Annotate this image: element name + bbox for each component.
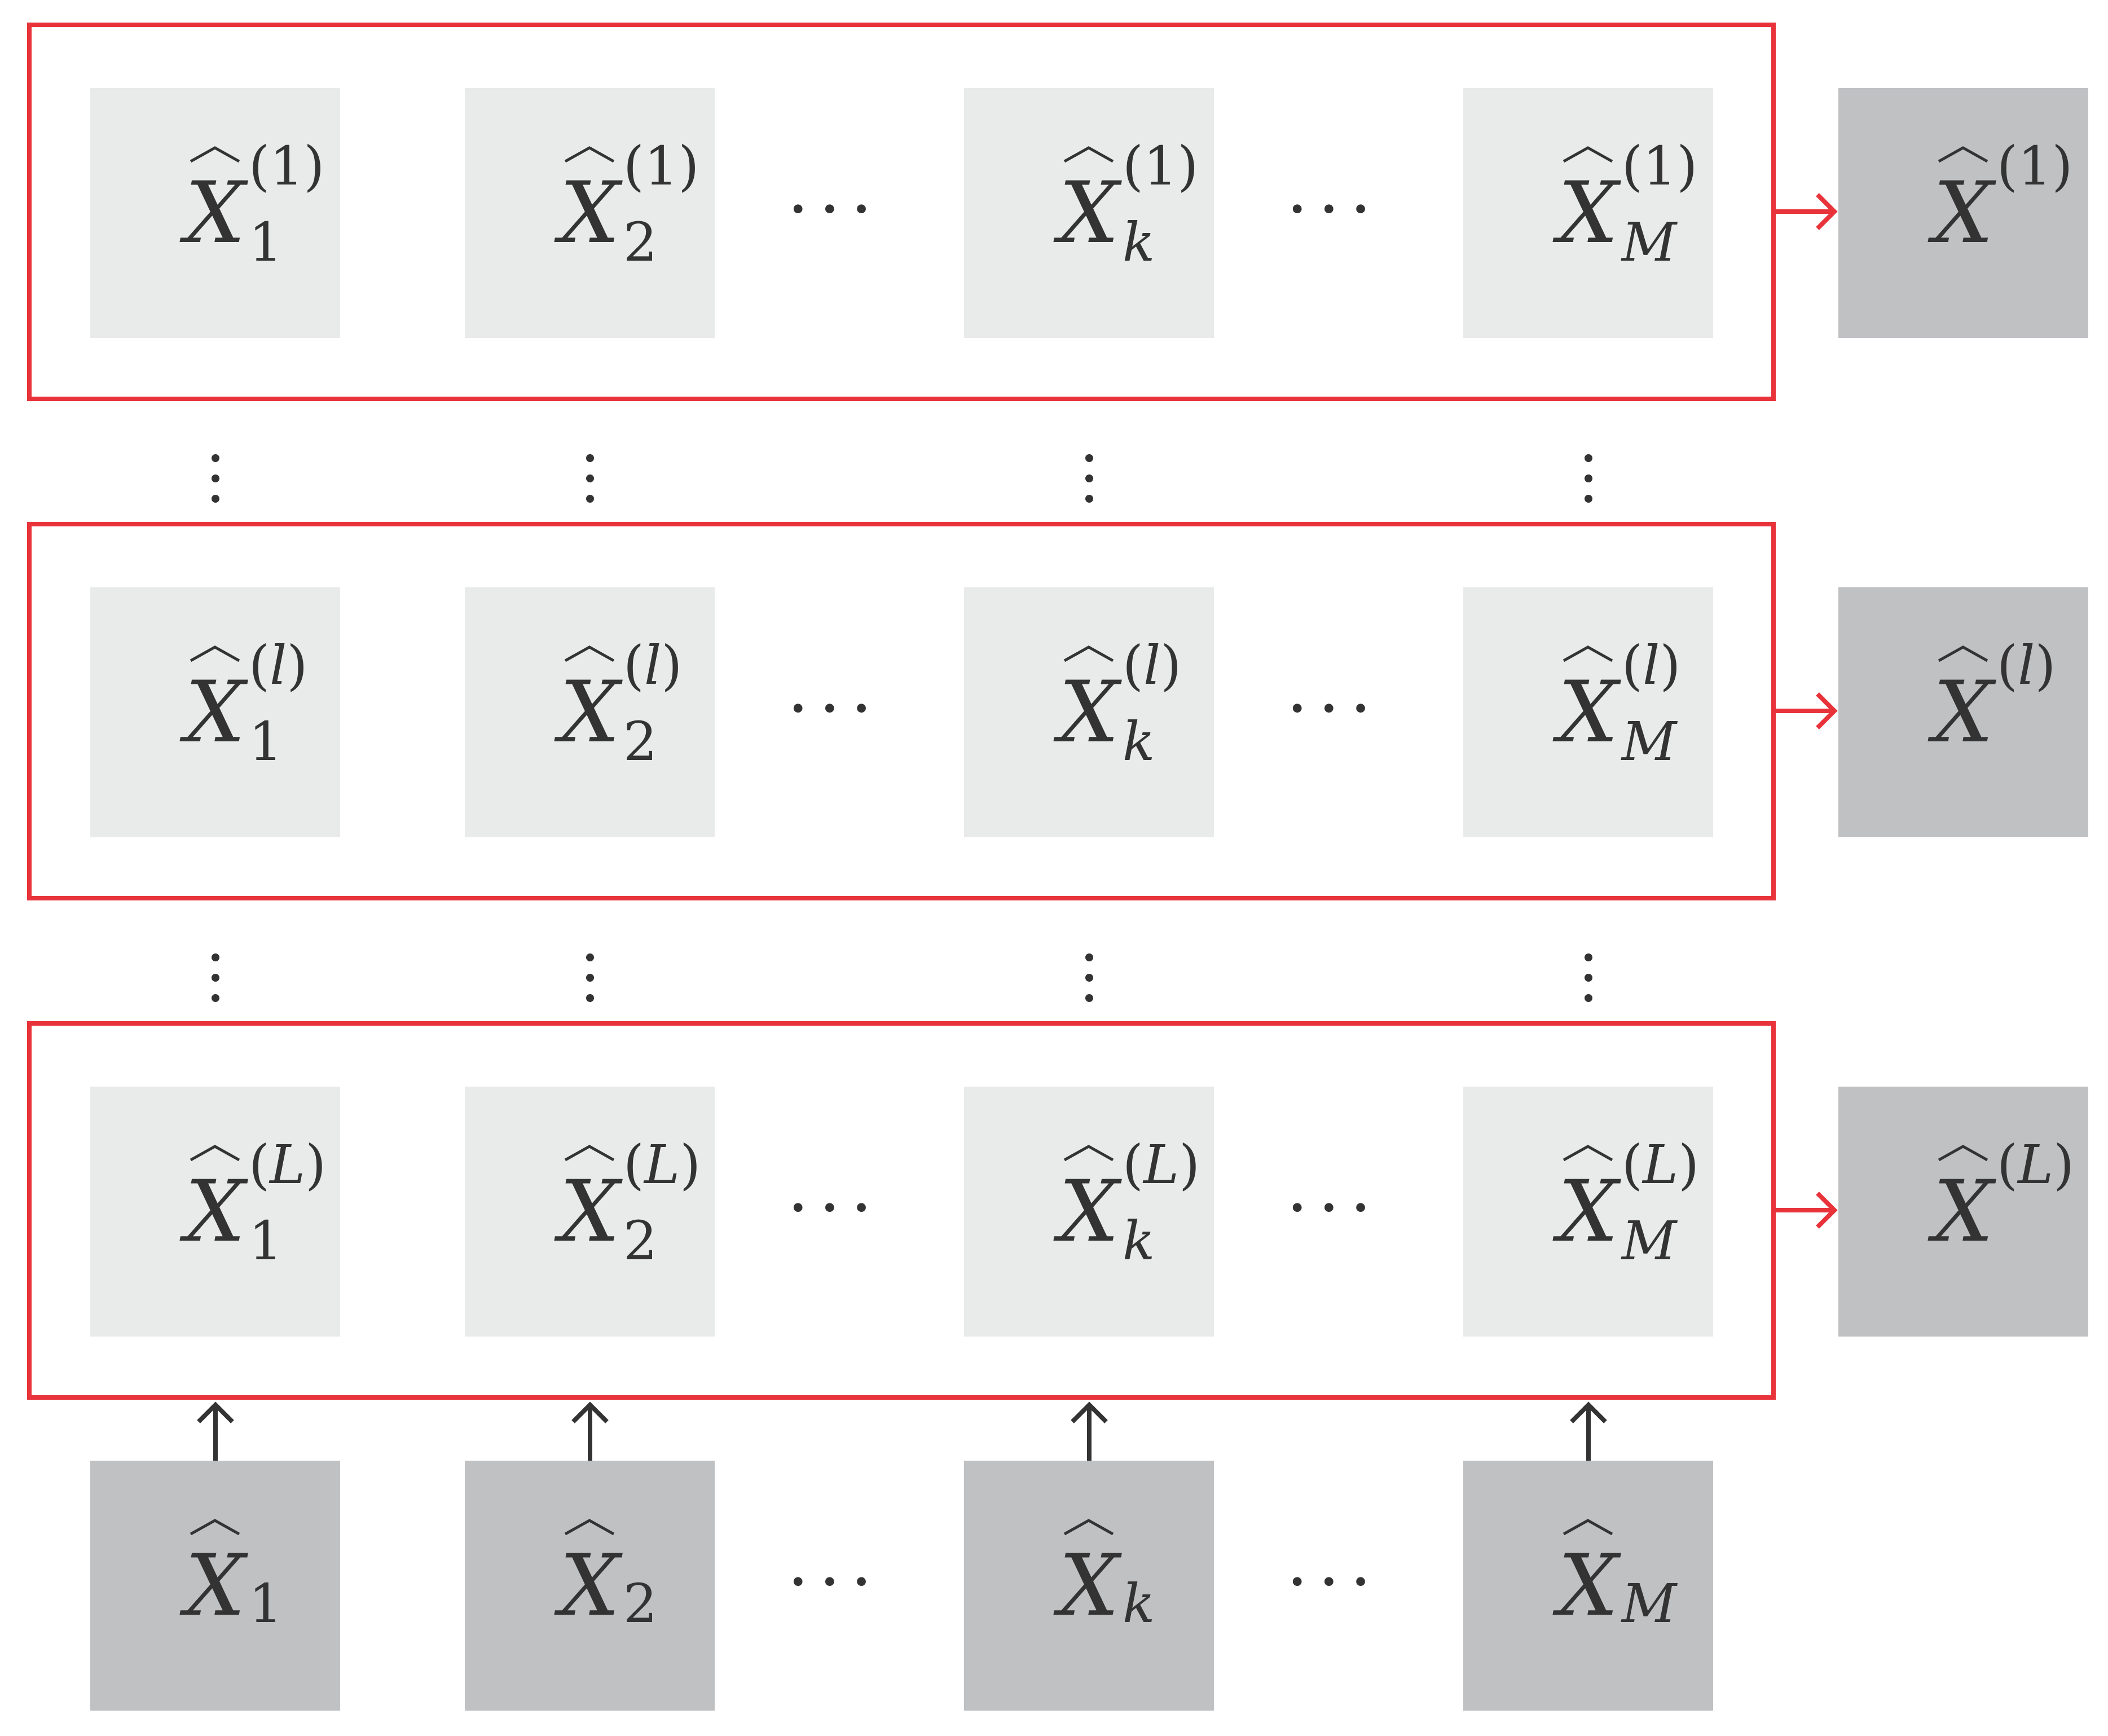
tile-rowl-colk: X(l)k bbox=[964, 587, 1214, 837]
ellipsis-rowl-b: ··· bbox=[1286, 670, 1382, 748]
output-rowL: X(L) bbox=[1838, 1087, 2088, 1337]
vdots-a-colM bbox=[1577, 454, 1600, 511]
tile-rowl-col1: X(l)1 bbox=[90, 587, 340, 837]
tile-rowL-colk: X(L)k bbox=[964, 1087, 1214, 1337]
level-1-frame bbox=[27, 23, 1776, 401]
vdots-a-col1 bbox=[204, 454, 227, 511]
arrow-rowL-head bbox=[1816, 1192, 1838, 1229]
arrow-row1-head bbox=[1816, 193, 1838, 230]
arrow-input-col1-head bbox=[197, 1401, 234, 1423]
vdots-b-colk bbox=[1078, 953, 1101, 1010]
vdots-a-col2 bbox=[579, 454, 601, 511]
tile-rowl-col2: X(l)2 bbox=[465, 587, 715, 837]
tile-rowl-colM: X(l)M bbox=[1463, 587, 1713, 837]
tile-rowL-colM: X(L)M bbox=[1463, 1087, 1713, 1337]
arrow-input-colk-head bbox=[1071, 1401, 1108, 1423]
tile-rowL-col1: X(L)1 bbox=[90, 1087, 340, 1337]
arrow-input-col2-head bbox=[571, 1401, 609, 1423]
arrow-input-colM-head bbox=[1570, 1401, 1607, 1423]
ellipsis-row1-a: ··· bbox=[787, 170, 883, 249]
ellipsis-row1-b: ··· bbox=[1286, 170, 1382, 249]
tile-row1-col1: X(1)1 bbox=[90, 88, 340, 338]
tile-row1-colk: X(1)k bbox=[964, 88, 1214, 338]
vdots-b-col1 bbox=[204, 953, 227, 1010]
output-row1: X(1) bbox=[1838, 88, 2088, 338]
ellipsis-rowl-a: ··· bbox=[787, 670, 883, 748]
vdots-a-colk bbox=[1078, 454, 1101, 511]
output-rowl: X(l) bbox=[1838, 587, 2088, 837]
output-arrows bbox=[1776, 193, 1838, 1229]
tile-rowL-col2: X(L)2 bbox=[465, 1087, 715, 1337]
vdots-b-colM bbox=[1577, 953, 1600, 1010]
ellipsis-inputs-b: ··· bbox=[1286, 1543, 1382, 1621]
ellipsis-rowL-b: ··· bbox=[1286, 1169, 1382, 1247]
tile-row1-colM: X(1)M bbox=[1463, 88, 1713, 338]
ellipsis-rowL-a: ··· bbox=[787, 1169, 883, 1247]
ellipsis-inputs-a: ··· bbox=[787, 1543, 883, 1621]
input-arrows bbox=[197, 1401, 1607, 1461]
level-L-frame bbox=[27, 1021, 1776, 1400]
vdots-b-col2 bbox=[579, 953, 601, 1010]
tile-row1-col2: X(1)2 bbox=[465, 88, 715, 338]
arrow-rowl-head bbox=[1816, 692, 1838, 729]
level-l-frame bbox=[27, 522, 1776, 900]
